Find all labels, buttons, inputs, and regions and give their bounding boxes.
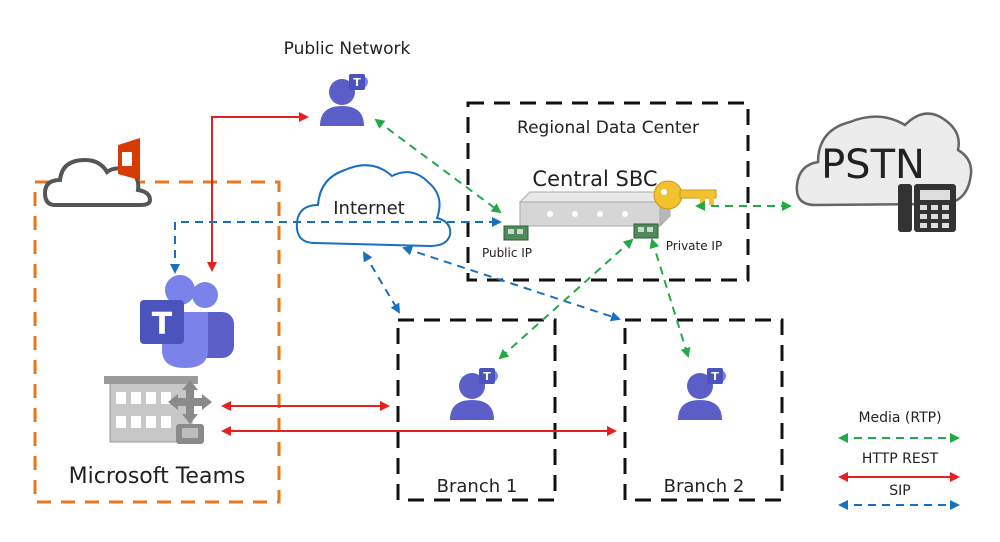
desk-phone-icon xyxy=(898,184,956,232)
media-arrow-public-user-sbc xyxy=(374,118,502,214)
nic-card-private-icon xyxy=(633,223,659,239)
legend-rest-label: HTTP REST xyxy=(862,451,939,467)
pstn-label: PSTN xyxy=(821,142,925,188)
branch2-user-icon xyxy=(678,368,726,420)
public-user-icon xyxy=(320,74,368,126)
branch1-user-icon xyxy=(450,368,498,420)
nic-card-public-icon xyxy=(503,225,529,241)
building-phone-icon xyxy=(104,376,212,444)
microsoft-teams-label: Microsoft Teams xyxy=(69,464,246,489)
pstn-cloud-icon xyxy=(795,112,973,207)
media-arrow-sbc-branch1 xyxy=(498,238,634,360)
regional-dc-label: Regional Data Center xyxy=(517,118,699,138)
internet-label: Internet xyxy=(333,198,404,219)
key-icon xyxy=(653,180,717,210)
regional-dc-border xyxy=(466,101,750,282)
branch1-label: Branch 1 xyxy=(437,476,518,497)
rest-arrow-public-user xyxy=(207,112,309,272)
legend-media-label: Media (RTP) xyxy=(858,410,941,426)
teams-region-border xyxy=(33,180,281,504)
branch2-border xyxy=(623,318,784,502)
public-network-label: Public Network xyxy=(284,39,411,59)
branch2-label: Branch 2 xyxy=(664,476,745,497)
public-ip-label: Public IP xyxy=(482,246,532,260)
svg-text:T: T xyxy=(152,307,173,342)
central-sbc-label: Central SBC xyxy=(532,167,657,191)
sip-arrow-internet-branch1 xyxy=(362,251,401,314)
sip-arrow-teams-sbc xyxy=(170,217,502,274)
legend-sip-label: SIP xyxy=(889,483,910,499)
legend: Media (RTP) HTTP REST SIP xyxy=(838,410,960,510)
media-arrow-sbc-branch2 xyxy=(649,238,691,358)
private-ip-label: Private IP xyxy=(666,239,722,253)
sbc-device-icon xyxy=(518,190,672,228)
office-cloud-icon xyxy=(42,138,153,207)
teams-logo-icon: T xyxy=(140,275,234,368)
